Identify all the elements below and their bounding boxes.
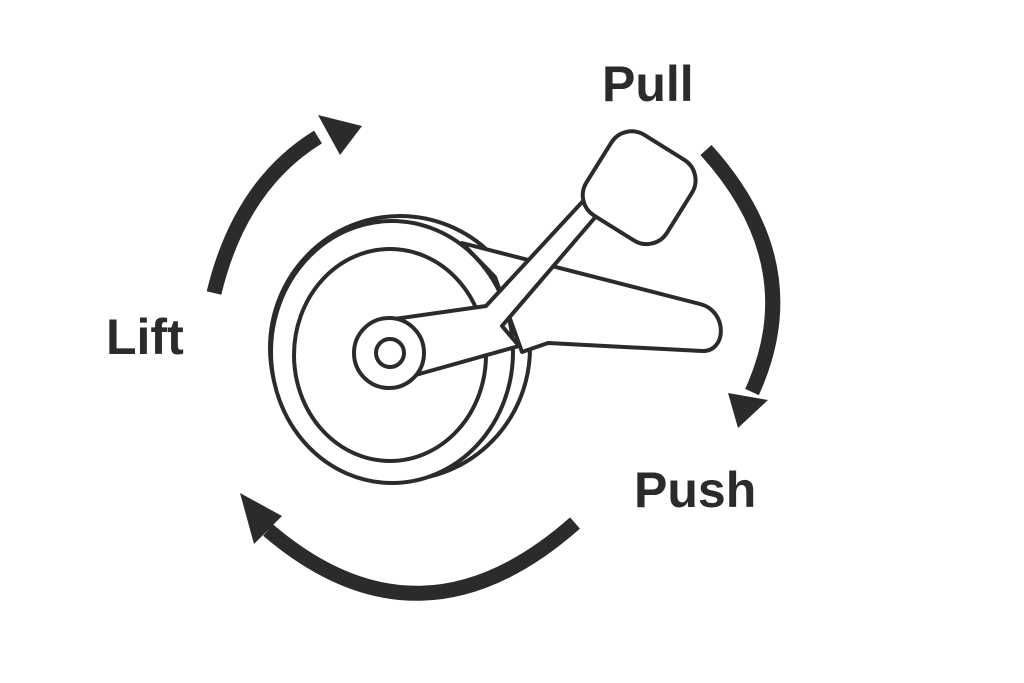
label-lift: Lift (106, 309, 184, 365)
arrow-push-around (240, 493, 580, 601)
arrow-head-pull (728, 393, 768, 428)
handle-arm (371, 198, 600, 378)
lever-mechanism (268, 129, 723, 485)
label-push: Push (634, 462, 756, 518)
arrow-head-lift (318, 115, 362, 155)
pivot-pin (374, 337, 406, 369)
arrow-lift-up (206, 115, 362, 295)
arrow-head-push (240, 493, 282, 544)
rotation-arrows (206, 115, 781, 601)
label-pull: Pull (602, 56, 694, 112)
arrow-pull-down (700, 144, 781, 428)
handle-grip-knob (580, 129, 698, 247)
